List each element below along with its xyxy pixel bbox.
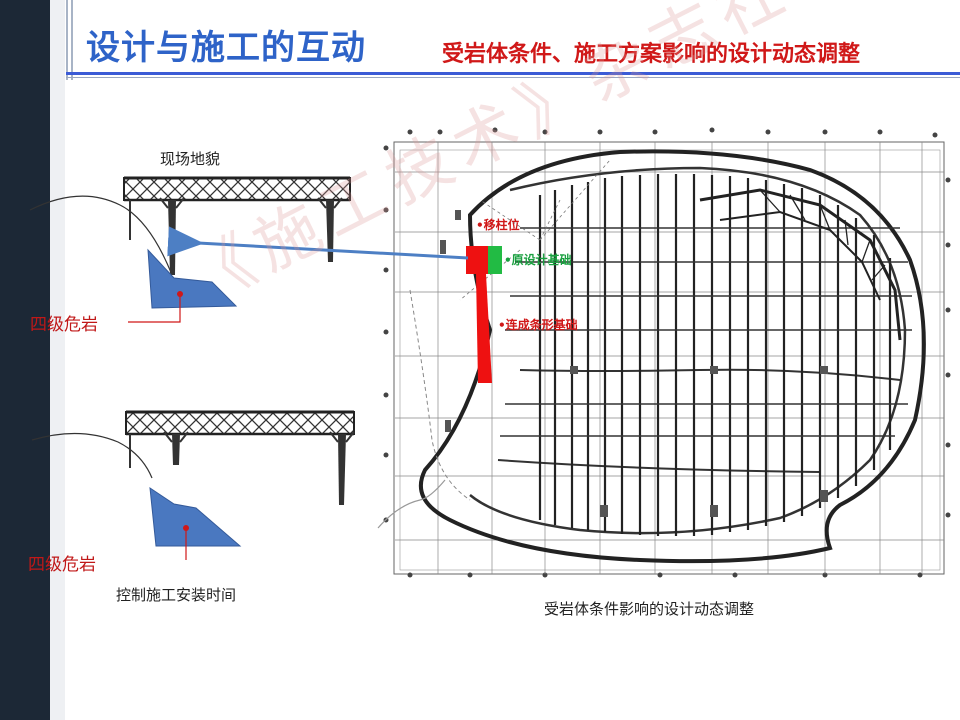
- rock-label-top: 四级危岩: [30, 315, 98, 335]
- reference-arrow: [167, 226, 469, 260]
- strip-foundation-marker: [476, 274, 492, 383]
- header-rule: [71, 0, 73, 80]
- left-accent-strip: [50, 0, 65, 720]
- truss-bridge: [123, 177, 351, 201]
- site-sketch-top: [29, 176, 351, 323]
- column: [338, 434, 346, 505]
- dangerous-rock: [149, 486, 242, 547]
- column: [326, 200, 334, 262]
- original-foundation-label: •原设计基础: [504, 253, 572, 267]
- header-underline-thin: [66, 77, 960, 78]
- building-outline: [419, 149, 926, 564]
- rock-label-bottom: 四级危岩: [28, 555, 96, 575]
- left-accent-bar: [0, 0, 50, 720]
- site-caption: 现场地貌: [160, 150, 221, 168]
- original-foundation-marker: [488, 246, 502, 274]
- terrain-profile: [29, 195, 173, 276]
- column: [168, 200, 176, 275]
- site-sketch-bottom: [31, 410, 355, 560]
- page-subtitle: 受岩体条件、施工方案影响的设计动态调整: [442, 41, 861, 67]
- control-time-caption: 控制施工安装时间: [116, 586, 237, 604]
- header-underline: [66, 72, 960, 75]
- rock-leader-line: [128, 294, 181, 323]
- structural-plan: [377, 127, 951, 578]
- page-title: 设计与施工的互动: [86, 28, 366, 68]
- dangerous-rock: [147, 248, 238, 309]
- terrain-profile: [31, 432, 153, 479]
- moved-column-marker: [466, 246, 488, 274]
- truss-bridge: [125, 411, 355, 435]
- strip-foundation-label: •连成条形基础: [498, 318, 578, 332]
- plan-caption: 受岩体条件影响的设计动态调整: [544, 600, 755, 618]
- move-column-label: •移柱位: [476, 218, 520, 232]
- column: [172, 434, 180, 465]
- header-rule: [66, 0, 68, 80]
